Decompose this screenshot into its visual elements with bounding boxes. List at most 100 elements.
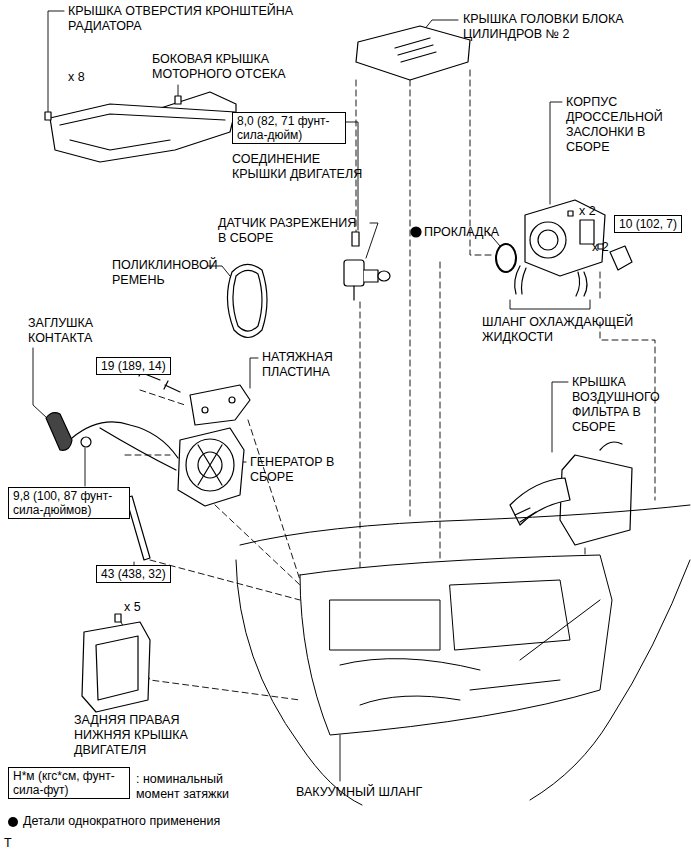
part-label: ЗАГЛУШКА КОНТАКТА — [28, 316, 128, 346]
air-filter — [515, 508, 536, 522]
part-label: ШЛАНГ ОХЛАЖДАЮЩЕЙ ЖИДКОСТИ — [482, 315, 672, 345]
part-label: T — [4, 836, 12, 851]
coolant-hose — [576, 272, 587, 296]
torque-box: 10 (102, 7) — [614, 215, 682, 233]
side-cover — [175, 96, 181, 104]
torque-box: 8,0 (82, 71 фунт-сила-дюйм) — [232, 112, 346, 144]
torque-value: 9,8 (100, 87 фунт-сила-дюймов) — [13, 489, 125, 517]
engine-bay — [360, 696, 460, 705]
torque-box: 19 (189, 14) — [96, 357, 171, 375]
legend-torque-box: Н*м (кгс*см, фунт-сила-фут) — [8, 767, 130, 799]
radiator-cover — [50, 104, 235, 162]
torque-value: 8,0 (82, 71 фунт-сила-дюйм) — [237, 114, 341, 142]
lower-cover — [96, 636, 138, 700]
part-label: ВАКУУМНЫЙ ШЛАНГ — [296, 785, 422, 800]
part-label: : номинальный момент затяжки — [136, 772, 256, 802]
legend-dot — [8, 817, 18, 827]
part-label: СОЕДИНЕНИЕ КРЫШКИ ДВИГАТЕЛЯ — [232, 152, 372, 182]
engine-bay — [520, 600, 600, 660]
part-label: ДАТЧИК РАЗРЕЖЕНИЯ В СБОРЕ — [218, 216, 368, 246]
head-cover — [356, 26, 470, 80]
tension-plate — [229, 397, 235, 403]
radiator-cover — [70, 140, 170, 150]
head-cover — [356, 26, 470, 80]
wire-harness — [81, 437, 91, 447]
throttle-body — [525, 200, 632, 276]
leader-line — [510, 300, 590, 309]
engine-bay — [236, 505, 690, 805]
vacuum-sensor — [378, 271, 390, 281]
torque-value: 43 (438, 32) — [101, 567, 166, 581]
vacuum-sensor — [344, 260, 364, 286]
throttle-body — [610, 246, 632, 270]
terminal-cap — [46, 413, 72, 451]
wire-harness — [100, 428, 176, 470]
head-cover — [395, 38, 436, 62]
cover-bolt — [352, 232, 359, 246]
quantity-label: x 2 — [592, 240, 609, 255]
assembly-line — [140, 390, 185, 405]
lower-cover — [82, 614, 150, 712]
assembly-line — [215, 505, 300, 585]
leader-line — [33, 348, 47, 418]
leader-line — [85, 448, 86, 486]
leader-line — [550, 102, 562, 204]
quantity-label: x 5 — [124, 600, 141, 615]
torque-value: 19 (189, 14) — [101, 359, 166, 373]
belt — [227, 264, 267, 337]
terminal-cap — [46, 413, 72, 451]
leader-line — [48, 11, 64, 112]
alternator — [186, 439, 234, 491]
engine-bay — [300, 555, 612, 735]
torque-value: Н*м (кгс*см, фунт-сила-фут) — [13, 769, 125, 797]
part-label: КОРПУС ДРОССЕЛЬНОЙ ЗАСЛОНКИ В СБОРЕ — [566, 95, 684, 155]
throttle-body — [530, 222, 566, 258]
leader-line — [366, 223, 378, 258]
coolant-hose — [515, 266, 587, 296]
radiator-cover — [45, 112, 51, 120]
engine-bay — [330, 580, 570, 650]
tension-plate — [164, 381, 180, 392]
throttle-body — [568, 211, 573, 216]
lower-cover — [82, 622, 150, 712]
part-label: ГЕНЕРАТОР В СБОРЕ — [250, 455, 340, 485]
legend-text: Детали однократного применения — [23, 814, 220, 829]
air-filter — [560, 455, 632, 545]
belt — [233, 270, 262, 331]
part-label: ПРОКЛАДКА — [424, 225, 499, 240]
wire-harness — [72, 422, 178, 470]
vacuum-sensor — [344, 260, 390, 300]
part-label: НАТЯЖНАЯ ПЛАСТИНА — [262, 350, 372, 380]
assembly-line — [248, 420, 300, 580]
radiator-cover — [60, 114, 225, 125]
legend-item: Детали однократного применения — [8, 814, 220, 829]
part-label: КРЫШКА ВОЗДУШНОГО ФИЛЬТРА В СБОРЕ — [572, 375, 684, 435]
part-label: КРЫШКА ГОЛОВКИ БЛОКА ЦИЛИНДРОВ № 2 — [463, 12, 663, 42]
vacuum-sensor — [364, 270, 378, 282]
throttle-body — [580, 220, 594, 244]
assembly-line — [410, 80, 411, 520]
gasket — [496, 244, 516, 272]
throttle-body — [538, 230, 558, 250]
alternator — [178, 428, 244, 506]
air-filter — [600, 442, 622, 450]
quantity-label: x 8 — [68, 70, 85, 85]
torque-box: 9,8 (100, 87 фунт-сила-дюймов) — [8, 487, 130, 519]
part-label: БОКОВАЯ КРЫШКА МОТОРНОГО ОТСЕКА — [152, 52, 322, 82]
quantity-label: x 2 — [579, 204, 596, 219]
part-label: КРЫШКА ОТВЕРСТИЯ КРОНШТЕЙНА РАДИАТОРА — [68, 4, 318, 34]
radiator-cover — [45, 104, 235, 162]
air-filter — [510, 442, 632, 545]
leader-line — [340, 735, 341, 781]
leader-line — [552, 382, 568, 452]
throttle-body — [525, 200, 605, 276]
engine-bay — [240, 505, 690, 545]
alternator — [178, 428, 244, 506]
belt — [227, 264, 267, 337]
torque-value: 10 (102, 7) — [619, 217, 677, 231]
part-label: ЗАДНЯЯ ПРАВАЯ НИЖНЯЯ КРЫШКА ДВИГАТЕЛЯ — [74, 713, 224, 758]
tension-plate — [202, 407, 208, 413]
tension-plate — [139, 368, 250, 425]
coolant-hose — [515, 266, 526, 294]
